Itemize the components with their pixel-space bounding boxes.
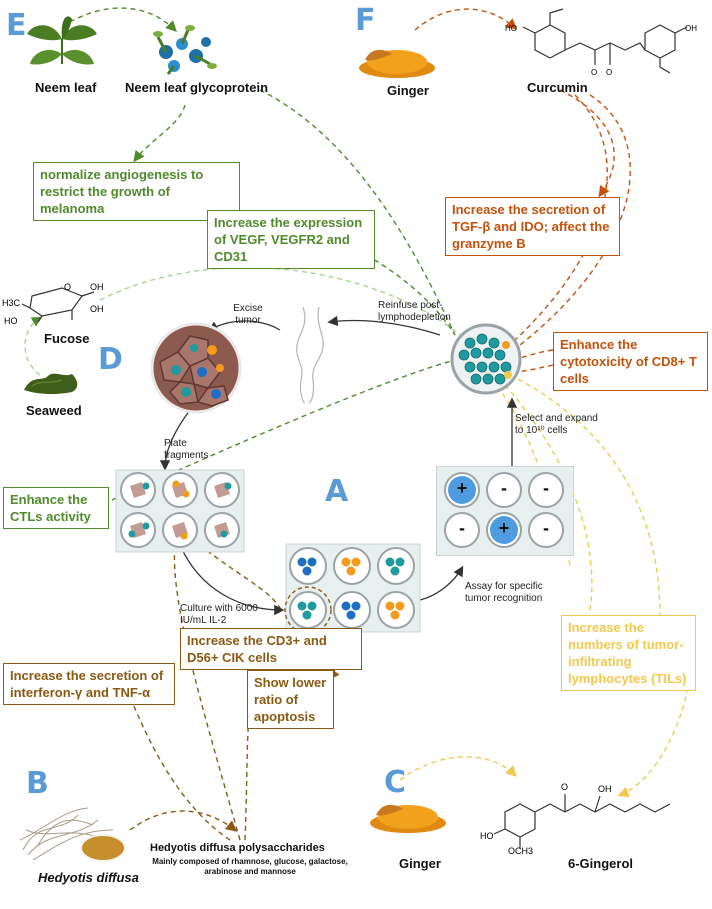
fucose-oh2-label: OH bbox=[90, 304, 104, 314]
arrow-glycoprotein-to-cells bbox=[259, 89, 456, 336]
assay-wells-icon bbox=[444, 472, 564, 548]
arrow-plate bbox=[159, 409, 191, 471]
box-til-numbers: Increase the numbers of tumor-infiltrati… bbox=[561, 615, 696, 691]
box-interferon-secretion: Increase the secretion of interferon-γ a… bbox=[3, 663, 175, 705]
assay-well-4: - bbox=[459, 518, 465, 538]
curcumin-structure-icon: HO OH O O bbox=[505, 8, 697, 77]
arrow-glycoprotein-to-angiogenesis bbox=[133, 104, 186, 163]
assay-well-1: + bbox=[456, 478, 468, 498]
fucose-structure-icon: H3C O OH OH HO bbox=[2, 282, 104, 326]
arrow-hedyotis-to-interferon bbox=[123, 682, 231, 841]
ginger-powder-c-icon bbox=[370, 804, 446, 833]
ginger-powder-icon bbox=[359, 49, 435, 78]
arrow-seaweed-to-fucose bbox=[24, 316, 43, 376]
fucose-h3c-label: H3C bbox=[2, 298, 21, 308]
culture-plate-icon bbox=[284, 543, 421, 634]
arrow-assay bbox=[419, 565, 464, 601]
arrow-excise bbox=[207, 320, 281, 332]
hedyotis-polysaccharides-label: Hedyotis diffusa polysaccharides bbox=[150, 842, 325, 854]
assay-well-3: - bbox=[543, 478, 549, 498]
panel-letter-c: C bbox=[384, 765, 407, 800]
arrow-cd8-to-cells-2 bbox=[517, 364, 554, 373]
hedyotis-composition-label: Mainly composed of rhamnose, glucose, ga… bbox=[152, 857, 348, 876]
curc-ho-label: HO bbox=[505, 24, 517, 33]
fucose-oh1-label: OH bbox=[90, 282, 104, 292]
ginger-label-c: Ginger bbox=[399, 856, 441, 871]
curc-o2-label: O bbox=[606, 68, 612, 77]
human-silhouette-icon bbox=[296, 306, 324, 404]
neem-leaf-label: Neem leaf bbox=[35, 80, 97, 95]
box-ctl-activity: Enhance the CTLs activity bbox=[3, 487, 109, 529]
neem-glycoprotein-label: Neem leaf glycoprotein bbox=[125, 80, 269, 95]
seaweed-label: Seaweed bbox=[26, 403, 82, 418]
arrow-ginger-to-gingerol bbox=[399, 756, 517, 781]
assay-well-6: - bbox=[543, 518, 549, 538]
fucose-o-label: O bbox=[64, 282, 71, 292]
arrow-well-to-cik bbox=[199, 544, 281, 609]
curcumin-label: Curcumin bbox=[527, 80, 588, 95]
gingerol-structure-icon: O OH HO OCH3 bbox=[480, 782, 671, 854]
panel-letter-a: A bbox=[325, 474, 349, 509]
gingerol-label: 6-Gingerol bbox=[568, 856, 634, 871]
arrow-til-to-cells bbox=[509, 374, 661, 616]
fucose-ho-label: HO bbox=[4, 316, 18, 326]
seaweed-icon bbox=[24, 373, 78, 394]
box-normalize-angiogenesis: normalize angiogenesis to restrict the g… bbox=[33, 162, 240, 221]
panel-letter-b: B bbox=[26, 766, 49, 801]
curc-o1-label: O bbox=[591, 68, 597, 77]
arrow-culture bbox=[179, 544, 285, 616]
ginger-label-f: Ginger bbox=[387, 83, 429, 98]
box-cd8-cytotoxicity: Enhance the cytotoxicity of CD8+ T cells bbox=[553, 332, 708, 391]
arrow-hedyotis-to-wells bbox=[173, 544, 241, 841]
arrow-ctl-link bbox=[111, 359, 456, 501]
hedyotis-herb-icon bbox=[19, 807, 126, 862]
ging-och3-label: OCH3 bbox=[508, 846, 533, 854]
arrow-fucose-to-cells bbox=[99, 266, 461, 336]
assay-well-2: - bbox=[501, 478, 507, 498]
hedyotis-label: Hedyotis diffusa bbox=[38, 870, 139, 885]
arrow-ginger-to-curcumin bbox=[414, 8, 518, 31]
arrow-neem-to-glycoprotein bbox=[69, 7, 177, 32]
panel-letter-e: E bbox=[6, 8, 27, 43]
glycoprotein-icon bbox=[153, 25, 217, 75]
assay-label: Assay for specific tumor recognition bbox=[465, 581, 543, 604]
tumor-tissue-icon bbox=[150, 322, 242, 414]
assay-well-5: + bbox=[498, 518, 510, 538]
ging-o-label: O bbox=[561, 782, 568, 792]
arrow-curcumin-to-cells-1 bbox=[519, 94, 631, 346]
arrow-reinfuse bbox=[327, 315, 441, 336]
box-tgf-beta: Increase the secretion of TGF-β and IDO;… bbox=[445, 197, 620, 256]
ging-ho-label: HO bbox=[480, 831, 494, 841]
arrow-curcumin-to-tgf bbox=[559, 89, 615, 198]
box-vegf-expression: Increase the expression of VEGF, VEGFR2 … bbox=[207, 210, 375, 269]
arrow-cd8-to-cells bbox=[519, 349, 554, 359]
select-expand-label: Select and expand to 10¹⁰ cells bbox=[515, 413, 598, 436]
fragment-plate-icon bbox=[115, 469, 245, 553]
box-lower-apoptosis: Show lower ratio of apoptosis bbox=[247, 670, 334, 729]
curc-oh-label: OH bbox=[685, 24, 697, 33]
til-expanded-culture-icon bbox=[450, 323, 522, 395]
plate-fragments-label: Plate fragments bbox=[164, 438, 209, 461]
panel-letter-d: D bbox=[98, 342, 123, 377]
excise-tumor-label: Excise tumor bbox=[233, 303, 263, 326]
ging-oh-label: OH bbox=[598, 784, 612, 794]
arrow-til-to-cells-2 bbox=[504, 384, 593, 611]
box-cik-cells: Increase the CD3+ and D56+ CIK cells bbox=[180, 628, 362, 670]
fucose-label: Fucose bbox=[44, 331, 90, 346]
reinfuse-label: Reinfuse post-lymphodepletion bbox=[378, 300, 451, 323]
panel-letter-f: F bbox=[355, 3, 376, 38]
arrow-herb-to-polys bbox=[129, 810, 238, 832]
neem-leaf-icon bbox=[27, 16, 97, 65]
culture-label: Culture with 6000 IU/mL IL-2 bbox=[180, 603, 258, 626]
